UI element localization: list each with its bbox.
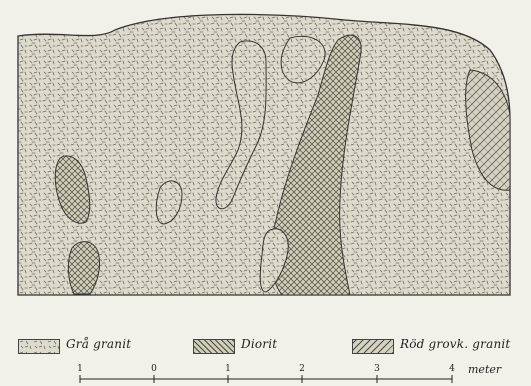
scale-bar (80, 375, 452, 383)
scale-tick-label: 1 (225, 364, 231, 374)
legend-label-gray-granite: Grå granit (66, 337, 131, 351)
scale-tick-label: 3 (374, 364, 380, 374)
diorite-fragment-lower (68, 242, 99, 294)
diorite-swatch-icon (193, 339, 235, 354)
scale-tick-label: 0 (151, 364, 157, 374)
gray-granite-swatch-icon (18, 339, 60, 354)
legend-label-red-coarse-granite: Röd grovk. granit (400, 337, 510, 351)
scale-tick-label: 1 (77, 364, 83, 374)
scale-unit-label: meter (468, 363, 501, 376)
scale-tick-label: 4 (449, 364, 455, 374)
scale-tick-label: 2 (299, 364, 305, 374)
red-coarse-granite-swatch-icon (352, 339, 394, 354)
legend-label-diorite: Diorit (241, 337, 277, 351)
